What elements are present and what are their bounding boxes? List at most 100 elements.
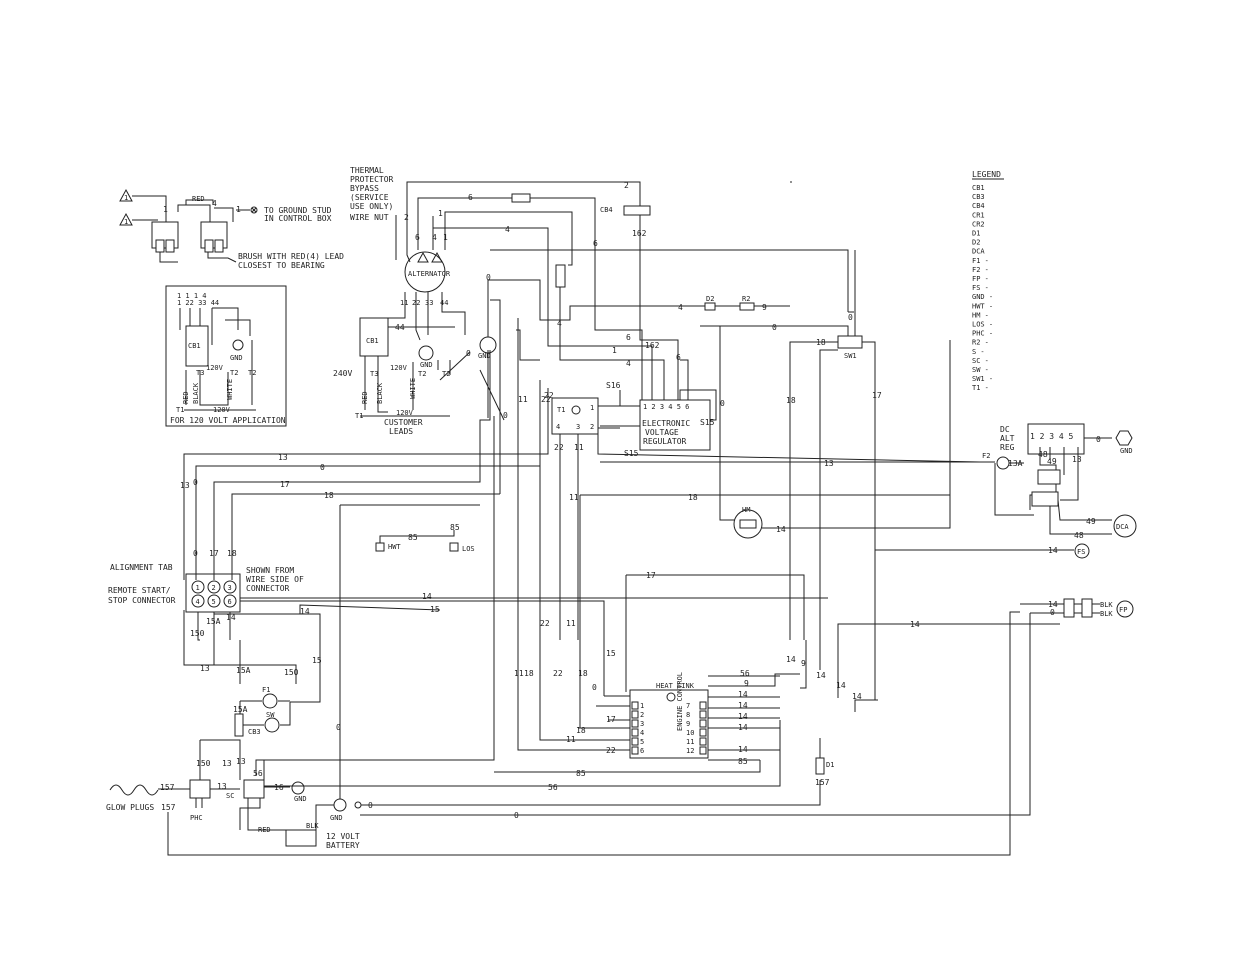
diode-d2 bbox=[704, 302, 716, 311]
svg-text:T1: T1 bbox=[355, 412, 363, 420]
cb1-label: CB1 bbox=[366, 337, 379, 345]
svg-text:11: 11 bbox=[518, 395, 528, 404]
dc-reg-terminals: 1 2 3 4 5 bbox=[1030, 432, 1074, 441]
ecb-right-terminal bbox=[699, 746, 707, 755]
svg-text:0: 0 bbox=[592, 683, 597, 692]
blk-fp-1: BLK bbox=[1100, 601, 1113, 609]
shown-from-note: SHOWN FROM bbox=[246, 566, 294, 575]
svg-text:T2: T2 bbox=[248, 369, 256, 377]
evr-label-3: REGULATOR bbox=[643, 437, 687, 446]
svg-text:15A: 15A bbox=[206, 617, 221, 626]
svg-text:0: 0 bbox=[720, 399, 725, 408]
pin-label: 3 bbox=[228, 584, 232, 592]
glow-plugs-label: GLOW PLUGS bbox=[106, 803, 154, 812]
svg-text:2: 2 bbox=[404, 213, 409, 222]
svg-text:49: 49 bbox=[1047, 457, 1057, 466]
svg-text:14: 14 bbox=[738, 745, 748, 754]
top-wires: 2 CB4 6 6 4 1 162 162 4 4 6 1 0 4 D2 R2 … bbox=[406, 181, 856, 421]
svg-text:3: 3 bbox=[576, 423, 580, 431]
ground-stud-note: TO GROUND STUD bbox=[264, 206, 332, 215]
gnd-s-label: GND bbox=[294, 795, 307, 803]
cb4-label: CB4 bbox=[600, 206, 613, 214]
red-batt-label: RED bbox=[258, 826, 271, 834]
svg-text:13: 13 bbox=[1072, 455, 1082, 464]
evr-label-2: VOLTAGE bbox=[645, 428, 679, 437]
evr-group: 1 2 3 4 5 6 ELECTRONIC VOLTAGE REGULATOR… bbox=[598, 353, 717, 451]
white-label: WHITE bbox=[409, 378, 417, 399]
dc-alt-reg-box bbox=[1027, 423, 1085, 455]
fuse-link bbox=[555, 264, 566, 288]
warning-icon bbox=[119, 212, 133, 226]
svg-text:15A: 15A bbox=[236, 666, 251, 675]
svg-text:13: 13 bbox=[217, 782, 227, 791]
svg-text:15: 15 bbox=[606, 649, 616, 658]
svg-text:56: 56 bbox=[253, 769, 263, 778]
cb3-label: CB3 bbox=[248, 728, 261, 736]
thermal-note: THERMAL bbox=[350, 166, 384, 175]
ecb-right-terminal bbox=[699, 710, 707, 719]
svg-text:13: 13 bbox=[278, 453, 288, 462]
svg-text:4: 4 bbox=[556, 423, 560, 431]
diode-d1 bbox=[815, 757, 825, 775]
shown-from-note-2: WIRE SIDE OF bbox=[246, 575, 304, 584]
svg-text:0: 0 bbox=[848, 313, 853, 322]
svg-text:9: 9 bbox=[801, 659, 806, 668]
cb1-inset-label: CB1 bbox=[188, 342, 201, 350]
svg-text:16: 16 bbox=[274, 783, 284, 792]
t1-label: T1 bbox=[557, 406, 565, 414]
legend-item: F2 - bbox=[972, 266, 989, 274]
legend-item: PHC - bbox=[972, 330, 993, 338]
svg-text:6: 6 bbox=[468, 193, 473, 202]
ecb-left-terminal bbox=[631, 728, 639, 737]
ecb-left-terminal-label: 6 bbox=[640, 747, 644, 755]
svg-text:157: 157 bbox=[815, 778, 830, 787]
gnd-main-label: GND bbox=[478, 352, 491, 360]
r2-label: R2 bbox=[742, 295, 750, 303]
svg-text:11: 11 bbox=[574, 443, 584, 452]
black-label: BLACK bbox=[376, 382, 384, 404]
svg-text:18: 18 bbox=[524, 669, 534, 678]
svg-text:T2: T2 bbox=[418, 370, 426, 378]
ecb-left-terminal bbox=[631, 737, 639, 746]
pin-5 bbox=[207, 594, 221, 608]
t1-group: T1 4 3 1 2 22 11 S15 bbox=[551, 397, 981, 640]
hm-label: HM bbox=[742, 506, 750, 514]
svg-text:13: 13 bbox=[824, 459, 834, 468]
ecb-right-terminal-label: 8 bbox=[686, 711, 690, 719]
svg-text:4: 4 bbox=[557, 319, 562, 328]
red-wire-label: RED bbox=[192, 195, 205, 203]
long-wires: 13 22 13 0 0 17 18 0 11 22 13 11 18 0 0 bbox=[180, 299, 995, 805]
cb4-breaker bbox=[623, 205, 651, 216]
svg-text:6: 6 bbox=[415, 233, 420, 242]
dca-connector bbox=[1037, 469, 1061, 485]
legend-item: T1 - bbox=[972, 384, 989, 392]
svg-text:2: 2 bbox=[590, 423, 594, 431]
legend-item: CR1 bbox=[972, 211, 985, 219]
svg-text:11: 11 bbox=[514, 669, 524, 678]
cb1-group: CB1 44 GND 240V T3 120V T2 T2 RED BLACK … bbox=[333, 317, 497, 436]
f2-label: F2 bbox=[982, 452, 990, 460]
dca-icon bbox=[1113, 514, 1137, 538]
ecb-left-terminal-label: 3 bbox=[640, 720, 644, 728]
gnd-battery-icon bbox=[333, 798, 347, 812]
svg-text:162: 162 bbox=[632, 229, 647, 238]
svg-text:1: 1 bbox=[443, 233, 448, 242]
svg-text:14: 14 bbox=[836, 681, 846, 690]
svg-text:14: 14 bbox=[738, 723, 748, 732]
svg-text:6: 6 bbox=[676, 353, 681, 362]
svg-text:85: 85 bbox=[576, 769, 586, 778]
right-group: DC ALT REG 1 2 3 4 5 0 GND F2 13A 48 49 … bbox=[875, 423, 1137, 618]
svg-text:14: 14 bbox=[1048, 546, 1058, 555]
svg-text:14: 14 bbox=[422, 592, 432, 601]
los-label: LOS bbox=[462, 545, 475, 553]
legend-item: CB1 bbox=[972, 184, 985, 192]
svg-text:48: 48 bbox=[1074, 531, 1084, 540]
customer-leads-2: LEADS bbox=[389, 427, 413, 436]
starter-group: GLOW PLUGS 157 157 PHC 13 56 SC 16 GND R… bbox=[106, 416, 1031, 856]
svg-text:6: 6 bbox=[593, 239, 598, 248]
